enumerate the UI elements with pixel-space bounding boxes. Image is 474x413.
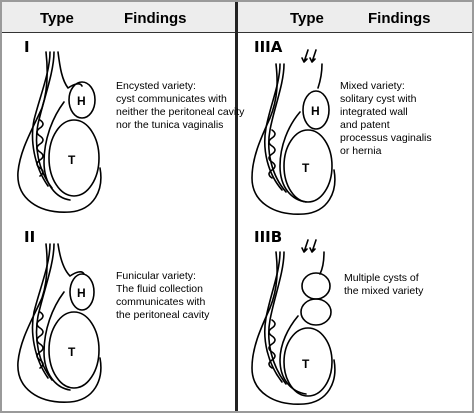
type-label: IIIB — [254, 228, 283, 246]
header-right: Type Findings — [238, 2, 472, 33]
type-label: I — [24, 38, 30, 56]
scrotal-diagram: H T — [17, 243, 102, 403]
h-label: H — [77, 286, 86, 300]
finding-description: Mixed variety: solitary cyst with integr… — [340, 80, 432, 157]
type-column-header: Type — [40, 10, 74, 27]
hydrocele-cyst — [69, 273, 95, 311]
panel-type-i: I H T Encysted variety: cyst communicate… — [4, 36, 245, 222]
column-divider — [235, 2, 238, 411]
panel-type-iiia: IIIA H T Mixed variety: solitary cyst wi… — [240, 36, 472, 222]
scrotal-diagram: T — [251, 239, 336, 405]
h-label: H — [77, 94, 86, 108]
t-label: T — [68, 345, 76, 359]
findings-column-header: Findings — [368, 10, 431, 27]
finding-description: Encysted variety: cyst communicates with… — [116, 80, 245, 131]
hydrocele-cyst-upper — [301, 272, 331, 300]
type-label: II — [24, 228, 36, 246]
finding-description: Funicular variety: The fluid collection … — [116, 270, 210, 321]
scrotal-diagram: H T — [251, 49, 336, 215]
arrow-icon — [301, 49, 309, 63]
t-label: T — [68, 153, 76, 167]
type-label: IIIA — [254, 38, 283, 56]
header-left: Type Findings — [2, 2, 235, 33]
arrow-icon — [301, 239, 309, 253]
testis — [283, 129, 333, 203]
testis — [283, 327, 333, 397]
type-column-header: Type — [290, 10, 324, 27]
panel-type-ii: II H T Funicular variety: The fluid coll… — [4, 226, 236, 412]
hydrocele-cyst — [68, 81, 96, 119]
arrow-icon — [309, 49, 317, 63]
hydrocele-cyst — [302, 90, 330, 130]
findings-column-header: Findings — [124, 10, 187, 27]
h-label: H — [311, 104, 320, 118]
panel-type-iiib: IIIB T Multiple cysts of the mixed varie… — [240, 226, 472, 412]
scrotal-diagram: H T — [17, 51, 102, 213]
t-label: T — [302, 161, 310, 175]
finding-description: Multiple cysts of the mixed variety — [344, 272, 424, 297]
hydrocele-cyst-lower — [300, 298, 332, 326]
t-label: T — [302, 357, 310, 371]
testis — [48, 119, 100, 197]
testis — [48, 311, 100, 389]
arrow-icon — [309, 239, 317, 253]
